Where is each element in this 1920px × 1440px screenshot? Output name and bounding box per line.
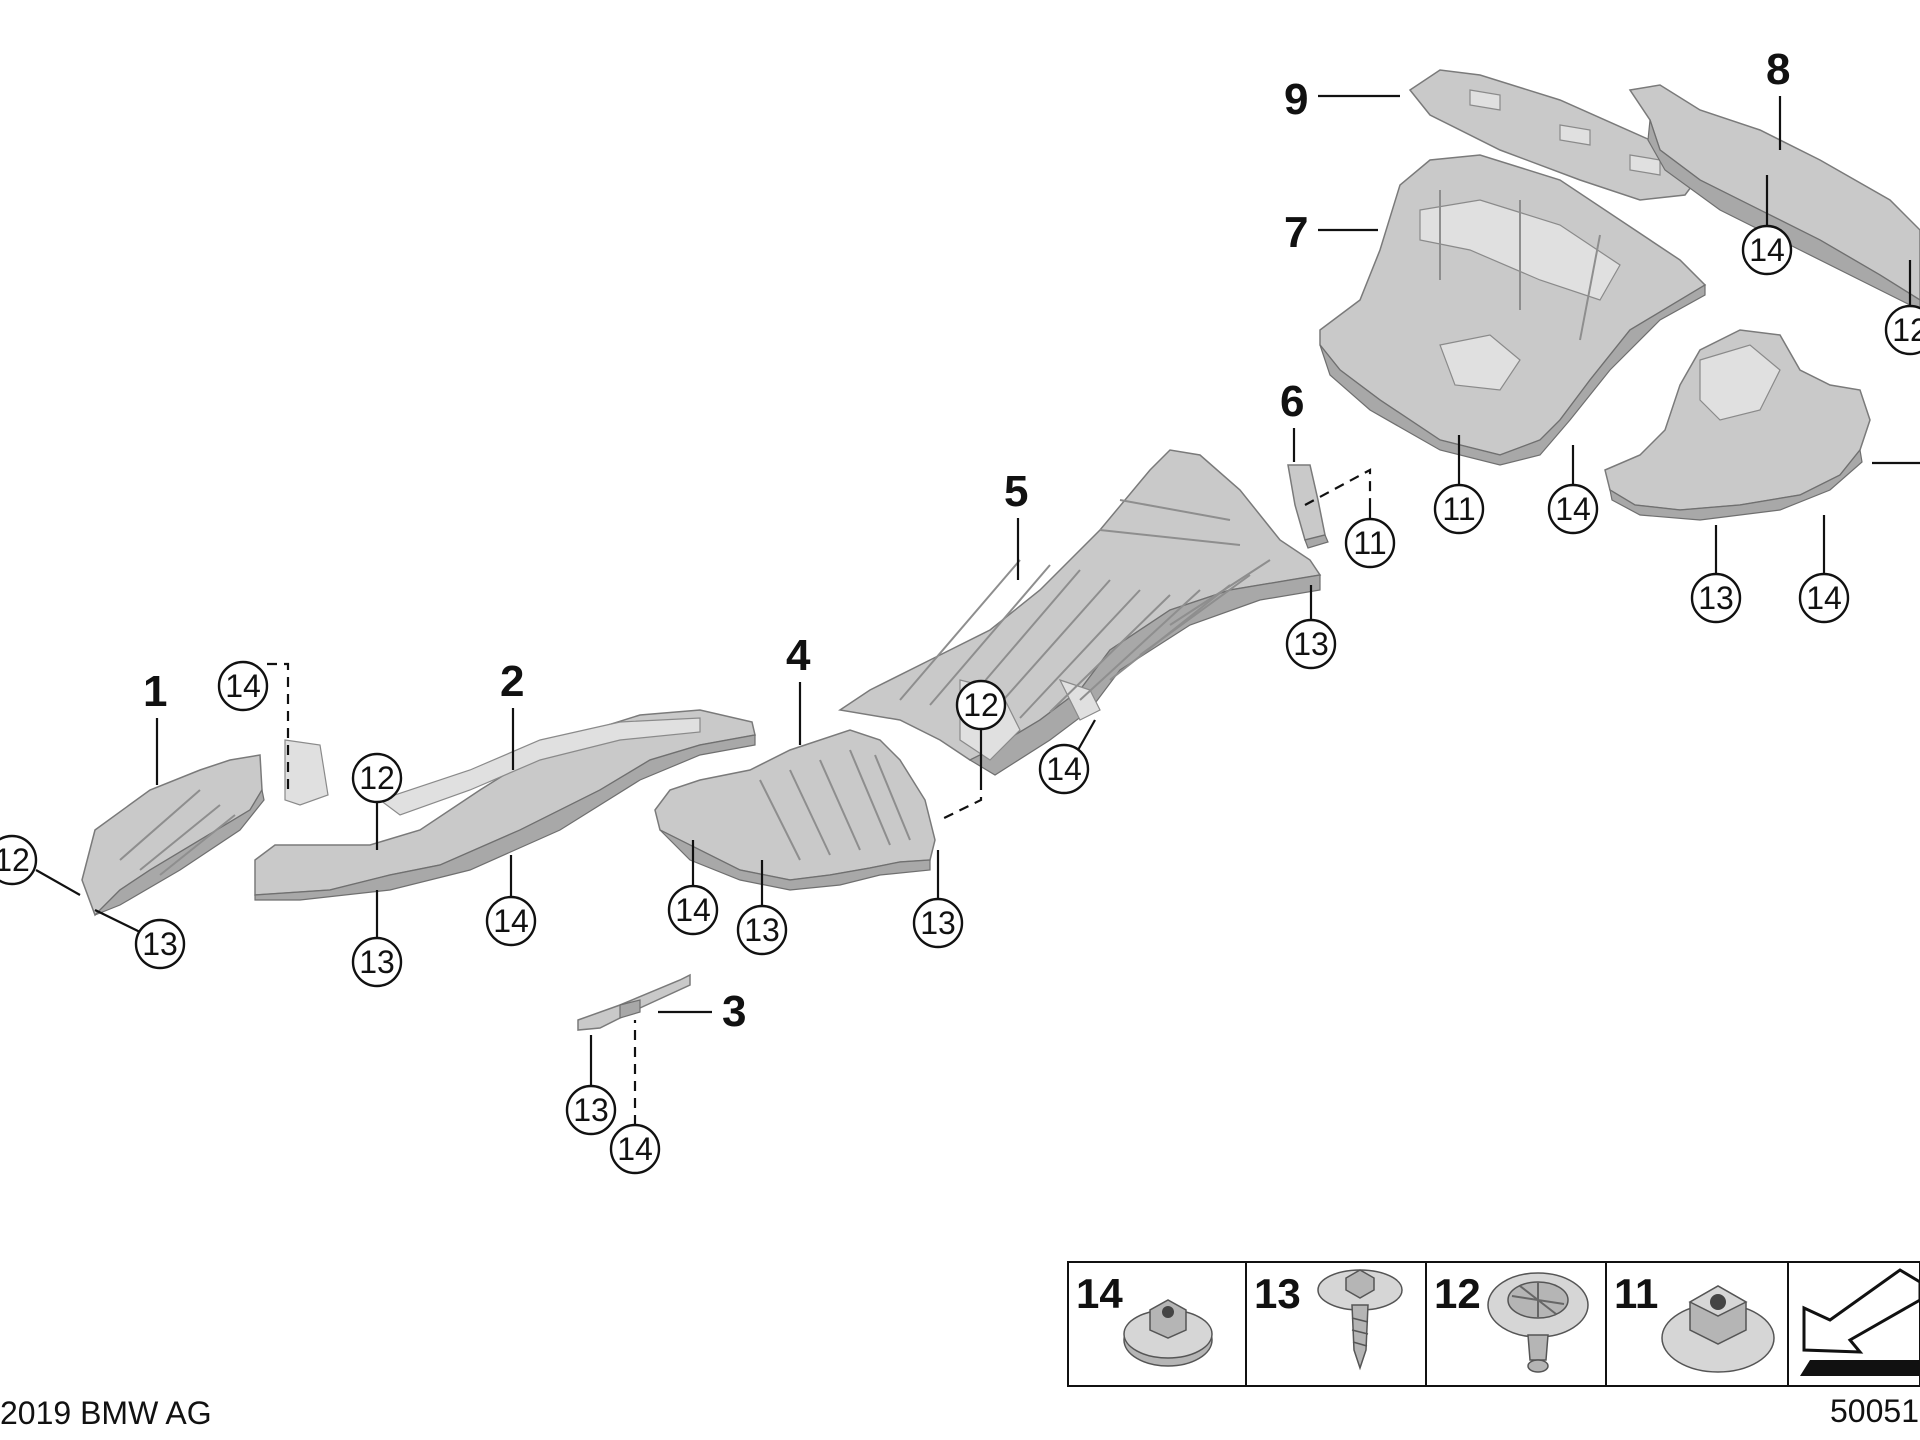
svg-text:14: 14: [225, 668, 261, 704]
part-4-heat-shield: [654, 729, 936, 891]
legend-13: 13: [1254, 1270, 1301, 1317]
svg-text:13: 13: [359, 944, 395, 980]
part-label-3: 3: [722, 987, 746, 1036]
part-label-9: 9: [1284, 75, 1308, 124]
legend-11: 11: [1614, 1270, 1658, 1317]
right-heat-shield: [1604, 329, 1871, 521]
callout-13-part6: 13: [1285, 618, 1337, 670]
svg-text:14: 14: [1806, 580, 1842, 616]
part-label-5: 5: [1004, 467, 1028, 516]
svg-text:14: 14: [617, 1131, 653, 1167]
callout-14-part2: 14: [485, 895, 537, 947]
part-8-heat-shield: [1628, 84, 1920, 311]
part-5-tunnel-heat-shield: [838, 449, 1322, 776]
callout-12-part5: 12: [955, 679, 1007, 731]
part-7-heat-shield: [1319, 154, 1707, 466]
callout-11-part7: 11: [1433, 483, 1485, 535]
callout-14-part4: 14: [667, 884, 719, 936]
callout-13-part2: 13: [351, 936, 403, 988]
part-3-bracket: [577, 973, 691, 1031]
diagram-id: 50051: [1830, 1393, 1919, 1429]
callout-13-part1: 13: [134, 918, 186, 970]
part-label-8: 8: [1766, 45, 1790, 94]
part-label-7: 7: [1284, 208, 1308, 257]
callout-14-part8: 14: [1741, 224, 1793, 276]
legend-14: 14: [1076, 1270, 1123, 1317]
part-2-heat-shield: [254, 709, 756, 901]
fastener-legend: 14 13 12 11: [1067, 1261, 1920, 1387]
svg-text:14: 14: [1555, 491, 1591, 527]
part-1-heat-shield: [81, 739, 329, 917]
svg-text:12: 12: [963, 687, 999, 723]
legend-12: 12: [1434, 1270, 1481, 1317]
callout-13-part4a: 13: [736, 904, 788, 956]
part-label-6: 6: [1280, 377, 1304, 426]
svg-text:13: 13: [573, 1092, 609, 1128]
callout-13-right-shield: 13: [1690, 572, 1742, 624]
part-label-4: 4: [786, 631, 811, 680]
self-tapping-screw-icon: [1317, 1269, 1403, 1371]
part-9-heat-shield: [1408, 69, 1702, 201]
svg-text:12: 12: [1892, 312, 1920, 348]
svg-text:14: 14: [493, 903, 529, 939]
callout-14-part1: 14: [217, 660, 269, 712]
svg-text:12: 12: [359, 760, 395, 796]
svg-text:13: 13: [744, 912, 780, 948]
callout-12-part2: 12: [351, 752, 403, 804]
svg-text:11: 11: [1442, 491, 1475, 527]
callout-14-part3: 14: [609, 1123, 661, 1175]
callout-14-part5: 14: [1038, 743, 1090, 795]
svg-text:14: 14: [675, 892, 711, 928]
part-label-2: 2: [500, 657, 524, 706]
callout-12-part8-partial: 12: [1884, 304, 1920, 356]
svg-text:13: 13: [1293, 626, 1329, 662]
callout-12-part1: 12: [0, 834, 38, 886]
svg-text:14: 14: [1046, 751, 1082, 787]
svg-text:13: 13: [142, 926, 178, 962]
svg-text:13: 13: [920, 905, 956, 941]
svg-text:11: 11: [1353, 525, 1386, 561]
callout-13-part3: 13: [565, 1084, 617, 1136]
callout-14-right-shield: 14: [1798, 572, 1850, 624]
svg-text:14: 14: [1749, 232, 1785, 268]
svg-text:13: 13: [1698, 580, 1734, 616]
part-6-bracket: [1287, 464, 1329, 549]
copyright-text: 2019 BMW AG: [0, 1395, 212, 1431]
callout-11-part6: 11: [1344, 517, 1396, 569]
callout-14-part7: 14: [1547, 483, 1599, 535]
callout-13-part4b: 13: [912, 897, 964, 949]
part-label-1: 1: [143, 667, 167, 716]
flange-nut-icon: [1123, 1299, 1213, 1367]
svg-text:12: 12: [0, 842, 30, 878]
installation-direction-icon: [1800, 1268, 1920, 1376]
rivet-clip-icon: [1487, 1272, 1589, 1373]
hex-flange-nut-icon: [1661, 1285, 1775, 1373]
